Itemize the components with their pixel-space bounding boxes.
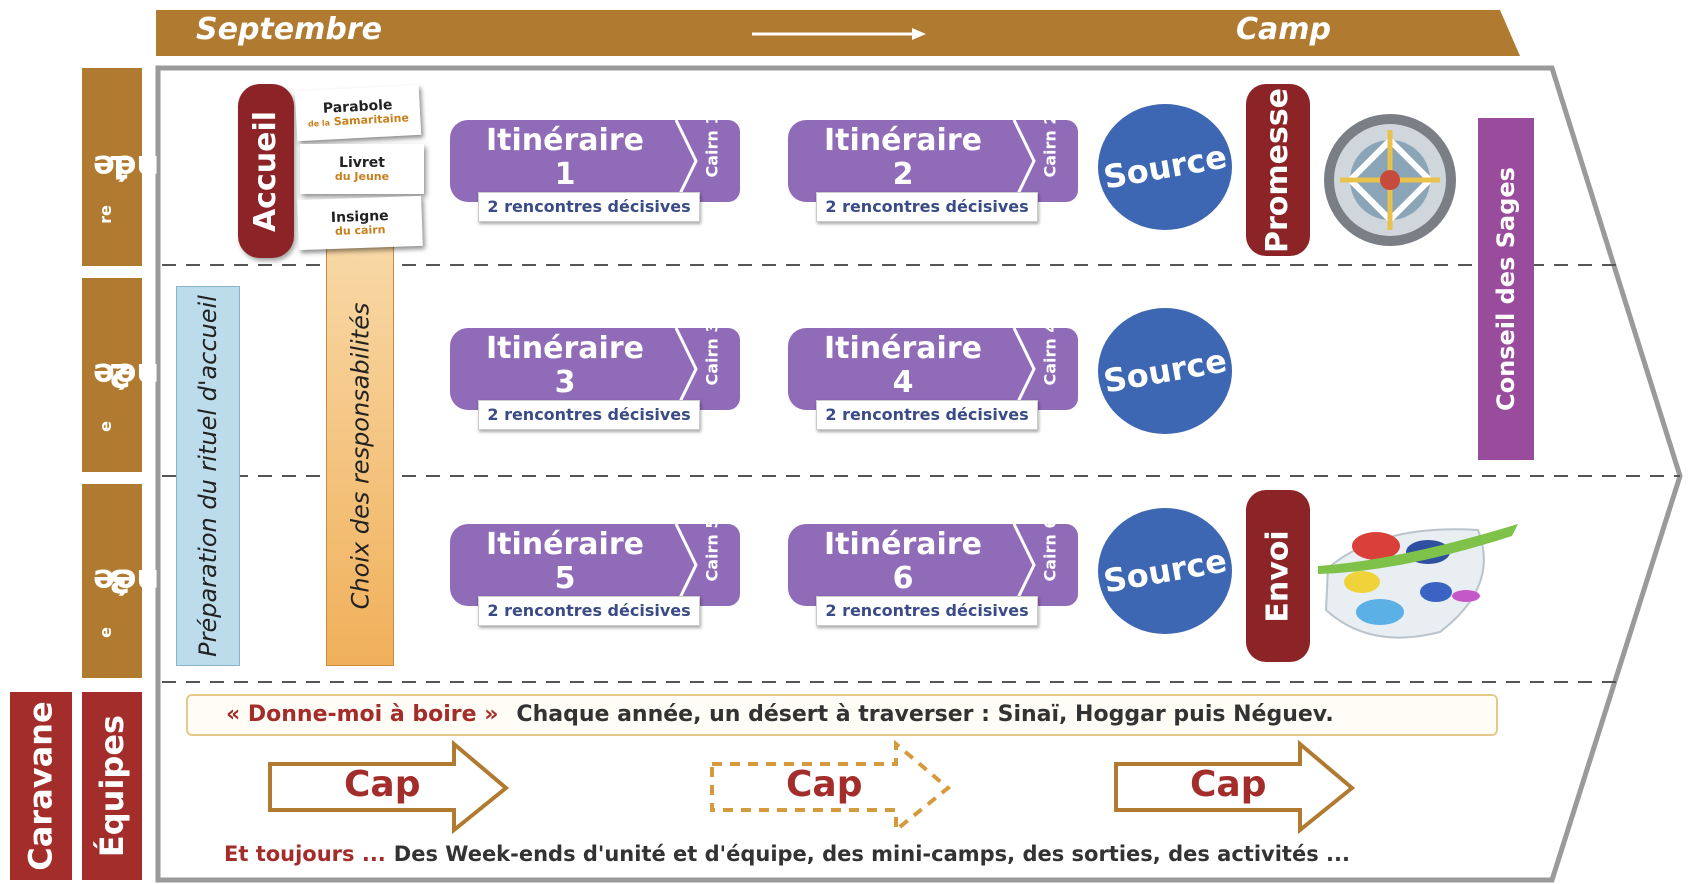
itineraire-2-title: Itinéraire — [824, 123, 982, 158]
card-insigne: Insigne du cairn — [297, 195, 423, 251]
promesse-label: Promesse — [1260, 87, 1296, 253]
conseil-des-sages: Conseil des Sages — [1478, 118, 1534, 460]
itineraire-1-number: 1 — [554, 157, 576, 192]
preparation-label: Préparation du rituel d'accueil — [194, 295, 223, 657]
bottom-lead: Et toujours ... — [224, 842, 386, 866]
cap-arrow-3 — [1114, 739, 1356, 835]
cap-label-3: Cap — [1190, 764, 1267, 805]
itineraire-6-number: 6 — [892, 561, 914, 596]
source-2: Source — [1098, 308, 1232, 434]
itineraire-3-title: Itinéraire — [486, 331, 644, 366]
itineraire-4-tag: 2 rencontres décisives — [816, 400, 1038, 430]
itineraire-3-number: 3 — [554, 365, 576, 400]
source-3: Source — [1098, 508, 1232, 634]
source-2-label: Source — [1100, 341, 1230, 401]
cairn-1-label: Cairn 1 — [702, 113, 722, 178]
accueil-block: Accueil — [238, 84, 294, 258]
source-1: Source — [1098, 104, 1232, 230]
cairn-2-label: Cairn 2 — [1040, 113, 1060, 178]
cairn-6-label: Cairn 6 — [1040, 517, 1060, 582]
quote-title: « Donne-moi à boire » — [226, 702, 499, 727]
caravane-label: Caravane — [22, 701, 61, 871]
cross-medallion-icon — [1324, 114, 1456, 246]
card-parabole: Parabole de la Samaritaine — [294, 84, 422, 142]
bottom-body: Des Week-ends d'unité et d'équipe, des m… — [393, 842, 1350, 866]
itineraire-4-number: 4 — [892, 365, 914, 400]
choix-label: Choix des responsabilités — [346, 302, 374, 610]
cap-label-1: Cap — [344, 764, 421, 805]
itineraire-5-tag: 2 rencontres décisives — [478, 596, 700, 626]
itineraire-6-tag: 2 rencontres décisives — [816, 596, 1038, 626]
itineraire-2-tag: 2 rencontres décisives — [816, 192, 1038, 222]
quote-box: « Donne-moi à boire » Chaque année, un dé… — [186, 694, 1498, 736]
cairn-3-label: Cairn 3 — [702, 321, 722, 386]
card-livret: Livret du Jeune — [300, 144, 424, 194]
itineraire-5-title: Itinéraire — [486, 527, 644, 562]
preparation-bar: Préparation du rituel d'accueil — [176, 286, 240, 666]
cairn-4-label: Cairn 4 — [1040, 321, 1060, 386]
cap-arrow-1 — [268, 739, 510, 835]
accueil-label: Accueil — [248, 110, 284, 232]
quote-text: Chaque année, un désert à traverser : Si… — [516, 702, 1334, 727]
itineraire-2-number: 2 — [892, 157, 914, 192]
bottom-text: Et toujours ... Des Week-ends d'unité et … — [224, 842, 1350, 866]
itineraire-1-tag: 2 rencontres décisives — [478, 192, 700, 222]
envoi-block: Envoi — [1246, 490, 1310, 662]
equipes-label: Équipes — [93, 714, 132, 858]
source-1-label: Source — [1100, 137, 1230, 197]
cairn-5-label: Cairn 5 — [702, 517, 722, 582]
itineraire-3-tag: 2 rencontres décisives — [478, 400, 700, 430]
promesse-block: Promesse — [1246, 84, 1310, 256]
choix-bar: Choix des responsabilités — [326, 246, 394, 666]
source-3-label: Source — [1100, 541, 1230, 601]
timeline-arrow-head — [912, 28, 926, 40]
caravane-band: Caravane — [10, 692, 72, 880]
itineraire-5-number: 5 — [554, 561, 576, 596]
conseil-label: Conseil des Sages — [1492, 167, 1521, 411]
main-frame — [155, 65, 1683, 883]
cap-label-2: Cap — [786, 764, 863, 805]
timeline-end: Camp — [1236, 12, 1331, 47]
equipes-band: Équipes — [82, 692, 142, 880]
itineraire-1-title: Itinéraire — [486, 123, 644, 158]
itineraire-6-title: Itinéraire — [824, 527, 982, 562]
palette-icon — [1318, 524, 1518, 639]
cap-arrow-2 — [710, 739, 952, 835]
itineraire-4-title: Itinéraire — [824, 331, 982, 366]
envoi-label: Envoi — [1260, 529, 1296, 623]
timeline-start: Septembre — [196, 12, 382, 47]
